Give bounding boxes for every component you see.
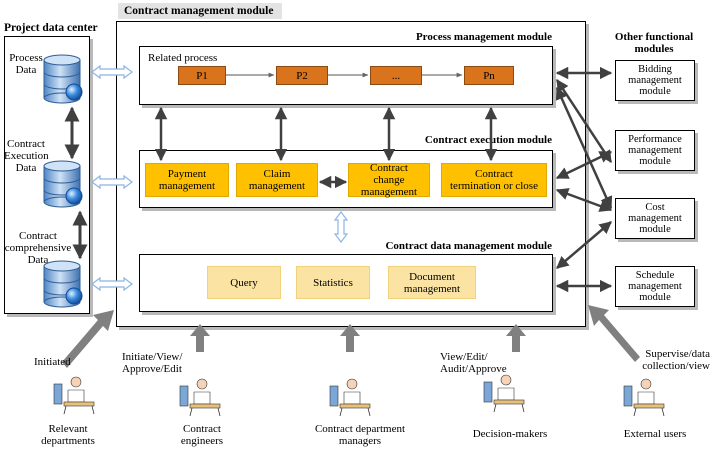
database-icon	[43, 160, 83, 208]
user-arrows	[62, 305, 640, 368]
project-data-center-title: Project data center	[4, 22, 98, 34]
contract-comprehensive-data-label: Contract comprehensive Data	[4, 230, 72, 266]
person-at-desk-icon	[53, 376, 95, 415]
person-at-desk-icon	[483, 374, 525, 413]
process-data-label: Process Data	[9, 52, 43, 76]
process-step-label: ...	[391, 69, 401, 82]
process-step-pn[interactable]: Pn	[464, 66, 514, 85]
contract-execution-data-label: Contract Execution Data	[4, 138, 49, 174]
data-module-title: Contract data management module	[385, 240, 552, 252]
other-modules-title: Other functional modules	[614, 31, 694, 55]
person-at-desk-icon	[179, 378, 221, 417]
database-icon	[43, 260, 83, 308]
process-step-label: P1	[196, 69, 208, 82]
person-at-desk-icon	[623, 378, 665, 417]
process-step-p2[interactable]: P2	[276, 66, 328, 85]
user-action-label: Initiated	[34, 356, 71, 368]
contract-module-title-bar: Contract management module	[118, 3, 282, 19]
process-step-label: Pn	[483, 69, 495, 82]
process-module-title: Process management module	[415, 31, 552, 43]
person-at-desk-icon	[329, 378, 371, 417]
user-name-label: External users	[623, 428, 687, 440]
statistics-box[interactable]: Statistics	[296, 266, 370, 299]
related-process-label: Related process	[148, 52, 218, 64]
process-step-p1[interactable]: P1	[178, 66, 226, 85]
user-action-label: View/Edit/Audit/Approve	[440, 351, 507, 375]
hollow-arrow-icon	[91, 64, 349, 292]
process-step-ellipsis[interactable]: ...	[370, 66, 422, 85]
query-box[interactable]: Query	[207, 266, 281, 299]
process-step-label: P2	[296, 69, 308, 82]
database-icon	[43, 54, 83, 104]
user-action-label: Initiate/View/Approve/Edit	[122, 351, 183, 375]
user-name-label: Decision-makers	[472, 428, 548, 440]
